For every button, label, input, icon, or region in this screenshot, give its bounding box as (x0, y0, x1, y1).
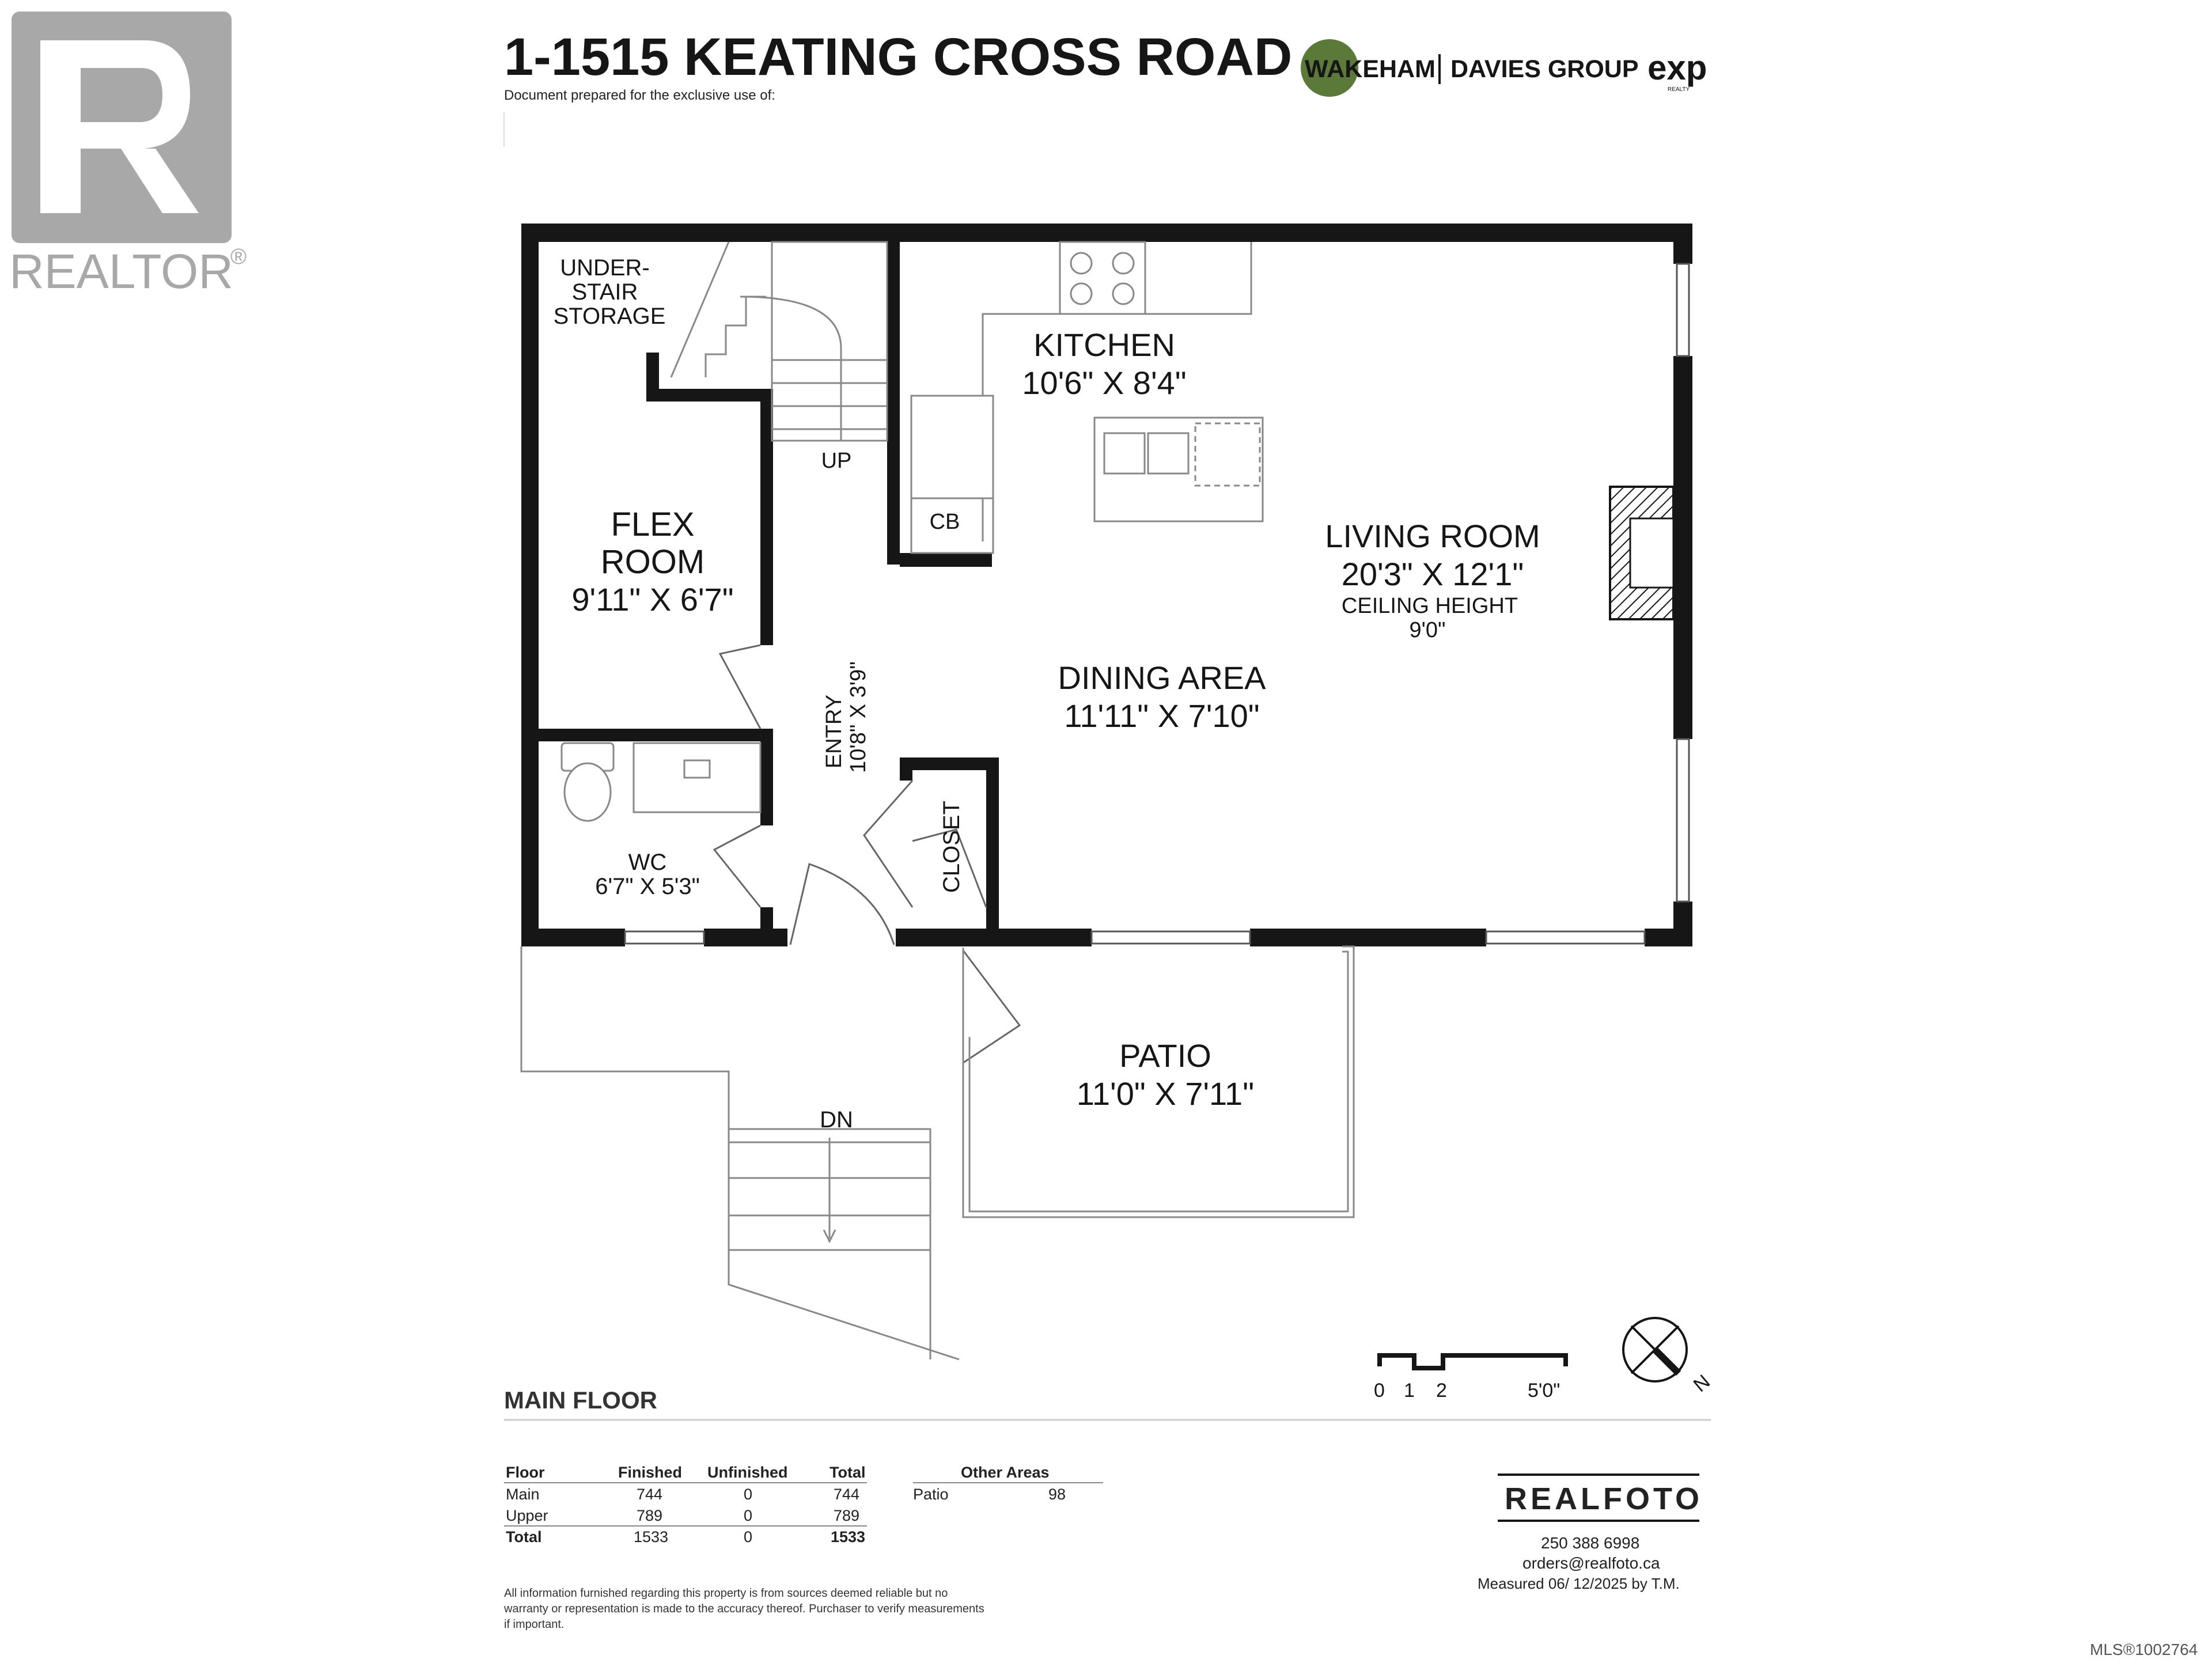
table-row-total-floor: Total (506, 1528, 542, 1546)
table-header-floor: Floor (506, 1464, 545, 1481)
fireplace (1609, 486, 1675, 620)
measured-note: Measured 06/ 12/2025 by T.M. (1478, 1575, 1680, 1592)
dining-area-dims: 11'11" X 7'10" (1064, 698, 1259, 734)
entry-name: ENTRY (822, 695, 846, 768)
table-header-unfinished: Unfinished (707, 1464, 788, 1481)
realfoto-block: REALFOTO 250 388 6998 orders@realfoto.ca… (1478, 1474, 1703, 1592)
realfoto-phone: 250 388 6998 (1541, 1534, 1639, 1552)
realtor-label: REALTOR (9, 244, 233, 298)
realfoto-logo: REALFOTO (1505, 1482, 1703, 1516)
closet-label: CLOSET (939, 801, 964, 893)
exterior-walls (521, 224, 1692, 946)
living-room-dims: 20'3" X 12'1" (1342, 556, 1524, 592)
room-labels: UNDER- STAIR STORAGE KITCHEN 10'6" X 8'4… (554, 255, 1540, 1132)
exp-logo-text: exp (1647, 48, 1707, 87)
doors (713, 644, 1021, 1064)
table-header-total: Total (830, 1464, 866, 1481)
prepared-for-note: Document prepared for the exclusive use … (504, 88, 775, 103)
dining-area-name: DINING AREA (1058, 660, 1267, 696)
table-row-main-unfinished: 0 (744, 1486, 752, 1503)
living-room-name: LIVING ROOM (1325, 518, 1540, 554)
flex-room-name-1: FLEX (611, 506, 694, 543)
wakeham-davies-logo: WAKEHAM DAVIES GROUP (1301, 39, 1639, 97)
interior-walls (539, 242, 999, 933)
scale-bar: 0 1 2 5'0" (1374, 1353, 1568, 1402)
table-row-total-finished: 1533 (634, 1528, 668, 1546)
table-row-main-floor: Main (506, 1486, 540, 1503)
table-row-main-total: 744 (834, 1486, 859, 1503)
entry-dims: 10'8" X 3'9" (846, 661, 870, 773)
header: 1-1515 KEATING CROSS ROAD Document prepa… (503, 28, 1707, 147)
understair-label-3: STORAGE (554, 304, 666, 329)
flex-room-dims: 9'11" X 6'7" (571, 581, 733, 618)
patio-dims: 11'0" X 7'11" (1077, 1075, 1254, 1112)
windows (624, 263, 1690, 945)
table-row-total-total: 1533 (831, 1528, 865, 1546)
scale-tick-0: 0 (1374, 1380, 1385, 1402)
table-row-total-unfinished: 0 (744, 1528, 752, 1546)
cb-label: CB (930, 510, 960, 534)
patio-name: PATIO (1119, 1037, 1211, 1074)
ceiling-height-value: 9'0" (1409, 618, 1445, 642)
scale-tick-1: 1 (1404, 1380, 1415, 1402)
exp-realty-sub: REALTY (1668, 86, 1690, 93)
understair-label-1: UNDER- (560, 255, 650, 281)
stairs-up-label: UP (821, 449, 852, 473)
property-address: 1-1515 KEATING CROSS ROAD (504, 28, 1292, 86)
wc-name: WC (628, 850, 667, 875)
wc-fixtures (560, 742, 762, 822)
scale-tick-2: 2 (1436, 1380, 1447, 1402)
table-row-upper-unfinished: 0 (744, 1507, 752, 1524)
table-row-upper-finished: 789 (637, 1507, 662, 1524)
understair-label-2: STAIR (572, 279, 638, 305)
kitchen-dims: 10'6" X 8'4" (1022, 365, 1186, 401)
kitchen-name: KITCHEN (1033, 327, 1175, 363)
other-areas-header: Other Areas (961, 1464, 1050, 1481)
table-header-finished: Finished (618, 1464, 682, 1481)
table-row-upper-floor: Upper (506, 1507, 548, 1524)
kitchen-fixtures (910, 241, 1264, 554)
realtor-logo: REALTOR ® (9, 12, 247, 298)
exp-realty-logo: exp REALTY (1647, 48, 1707, 93)
disclaimer-line-3: if important. (504, 1618, 564, 1631)
ceiling-height-label: CEILING HEIGHT (1342, 594, 1518, 618)
mls-number: MLS®1002764 (2090, 1641, 2198, 1658)
exterior-areas (520, 945, 1355, 1361)
disclaimer-line-1: All information furnished regarding this… (504, 1587, 948, 1600)
floor-label: MAIN FLOOR (504, 1387, 657, 1414)
stairs-down-label: DN (820, 1107, 853, 1132)
floor-plan: UNDER- STAIR STORAGE KITCHEN 10'6" X 8'4… (520, 224, 1692, 1361)
realfoto-email: orders@realfoto.ca (1522, 1554, 1660, 1572)
disclaimer: All information furnished regarding this… (503, 1587, 984, 1631)
other-areas-patio-name: Patio (913, 1486, 949, 1503)
table-row-upper-total: 789 (834, 1507, 859, 1524)
scale-tick-5: 5'0" (1528, 1380, 1560, 1402)
davies-group-label: DAVIES GROUP (1450, 55, 1639, 83)
other-areas-patio-value: 98 (1048, 1486, 1066, 1503)
realtor-reg-mark: ® (230, 245, 247, 269)
disclaimer-line-2: warranty or representation is made to th… (503, 1603, 984, 1615)
table-row-main-finished: 744 (637, 1486, 662, 1503)
wc-dims: 6'7" X 5'3" (595, 874, 700, 899)
flex-room-name-2: ROOM (601, 543, 704, 581)
wakeham-label: WAKEHAM (1305, 55, 1435, 83)
area-table: Floor Finished Unfinished Total Main 744… (504, 1464, 1103, 1546)
interior-stairs (670, 241, 888, 442)
